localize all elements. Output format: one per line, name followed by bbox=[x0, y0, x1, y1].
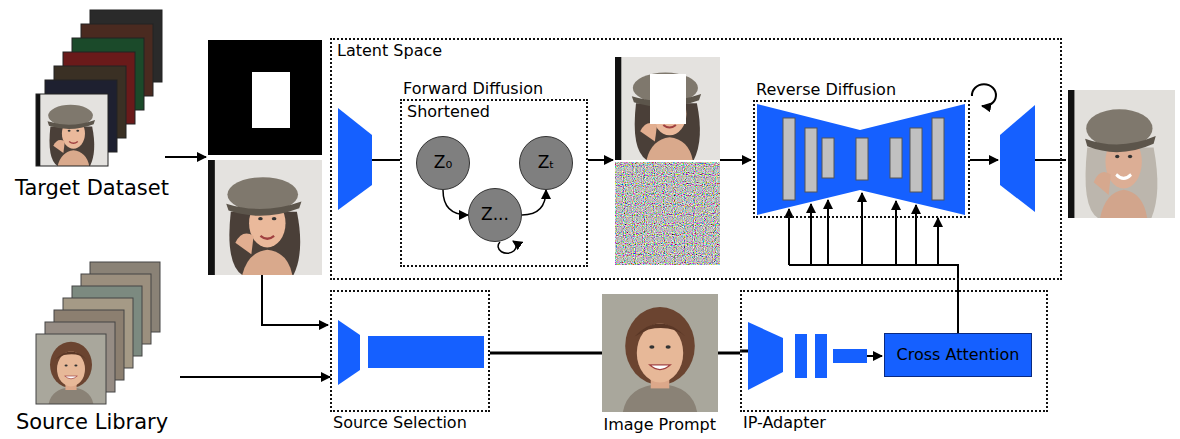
node-label: Reverse Diffusion bbox=[756, 81, 896, 99]
selection-wire bbox=[262, 275, 328, 325]
drawing-part bbox=[910, 128, 922, 192]
noise-image bbox=[615, 162, 720, 265]
drawing-part bbox=[36, 94, 108, 166]
connector bbox=[938, 218, 958, 333]
target-stack bbox=[36, 10, 162, 166]
decoder bbox=[1000, 105, 1035, 212]
output-image bbox=[1068, 90, 1175, 218]
drawing-part bbox=[650, 74, 686, 124]
drawing-part bbox=[36, 334, 106, 404]
node-label: Zₜ bbox=[538, 153, 555, 173]
drawing-part bbox=[615, 57, 720, 160]
flow-line bbox=[372, 159, 400, 161]
ip-encoder bbox=[748, 322, 867, 390]
drawing-part bbox=[915, 205, 917, 265]
prompt-image bbox=[602, 294, 718, 412]
encoder bbox=[338, 108, 372, 210]
state-circle: Zₜ bbox=[519, 136, 573, 190]
node-label: Shortened bbox=[407, 103, 490, 121]
flow-arrow bbox=[867, 355, 882, 357]
drawing-part bbox=[932, 118, 944, 200]
node-label: Source Library bbox=[16, 410, 168, 434]
state-circle: Z₀ bbox=[416, 136, 470, 190]
region-box: Latent SpaceForward DiffusionShortenedZ₀… bbox=[330, 38, 1062, 280]
node-label: Image Prompt bbox=[603, 416, 716, 434]
flow-arrow bbox=[720, 159, 751, 161]
drawing-part bbox=[890, 138, 902, 178]
image-stack: Source Library bbox=[4, 258, 180, 434]
process-box: Forward DiffusionShortenedZ₀ZₜZ... bbox=[400, 99, 588, 267]
connector bbox=[180, 376, 330, 378]
self-loop bbox=[498, 241, 516, 253]
mask-image bbox=[208, 40, 322, 155]
process-box: Cross Attention bbox=[884, 333, 1032, 377]
drawing-part bbox=[815, 334, 827, 378]
process-box: IP-AdapterCross Attention bbox=[740, 290, 1048, 412]
process-box: Reverse Diffusion bbox=[753, 100, 970, 218]
connector bbox=[443, 190, 468, 215]
drawing-part bbox=[252, 72, 290, 128]
node-label: Z... bbox=[481, 205, 509, 225]
drawing-part bbox=[748, 322, 783, 390]
node-label: Source Selection bbox=[333, 414, 467, 432]
drawing-part bbox=[368, 336, 484, 368]
drawing-part bbox=[783, 118, 795, 200]
drawing-part bbox=[895, 201, 897, 265]
connector bbox=[522, 190, 546, 215]
drawing-part bbox=[827, 200, 829, 265]
node-label: IP-Adapter bbox=[743, 414, 826, 432]
drawing-part bbox=[833, 349, 867, 363]
source-stack bbox=[36, 262, 160, 404]
masked-image bbox=[615, 57, 720, 160]
selector-net bbox=[338, 320, 484, 385]
process-box: Source Selection bbox=[330, 290, 490, 412]
target-image bbox=[208, 160, 322, 275]
node-label: Z₀ bbox=[434, 153, 452, 173]
drawing-part bbox=[805, 128, 817, 192]
input-arrow bbox=[165, 156, 206, 158]
drawing-part bbox=[36, 334, 106, 404]
state-circle: Z... bbox=[468, 188, 522, 242]
connector bbox=[718, 352, 740, 355]
drawing-part bbox=[810, 204, 812, 265]
drawing-part bbox=[36, 94, 108, 166]
drawing-part bbox=[208, 40, 322, 155]
drawing-part bbox=[856, 138, 868, 180]
connector bbox=[490, 352, 602, 355]
node-label: Cross Attention bbox=[897, 346, 1020, 364]
flow-arrow bbox=[970, 159, 998, 161]
node-label: Forward Diffusion bbox=[403, 80, 543, 98]
drawing-part bbox=[338, 320, 360, 385]
image-stack: Target Dataset bbox=[4, 4, 180, 200]
node-label: Target Dataset bbox=[15, 176, 169, 200]
drawing-part bbox=[861, 193, 863, 265]
flow-arrow bbox=[588, 159, 613, 161]
condition-wires bbox=[789, 193, 938, 265]
image-frame: Image Prompt bbox=[602, 294, 718, 412]
drawing-part bbox=[822, 138, 834, 178]
loop-arrow bbox=[972, 84, 996, 106]
node-label: Latent Space bbox=[337, 42, 442, 60]
drawing-part bbox=[795, 334, 807, 378]
